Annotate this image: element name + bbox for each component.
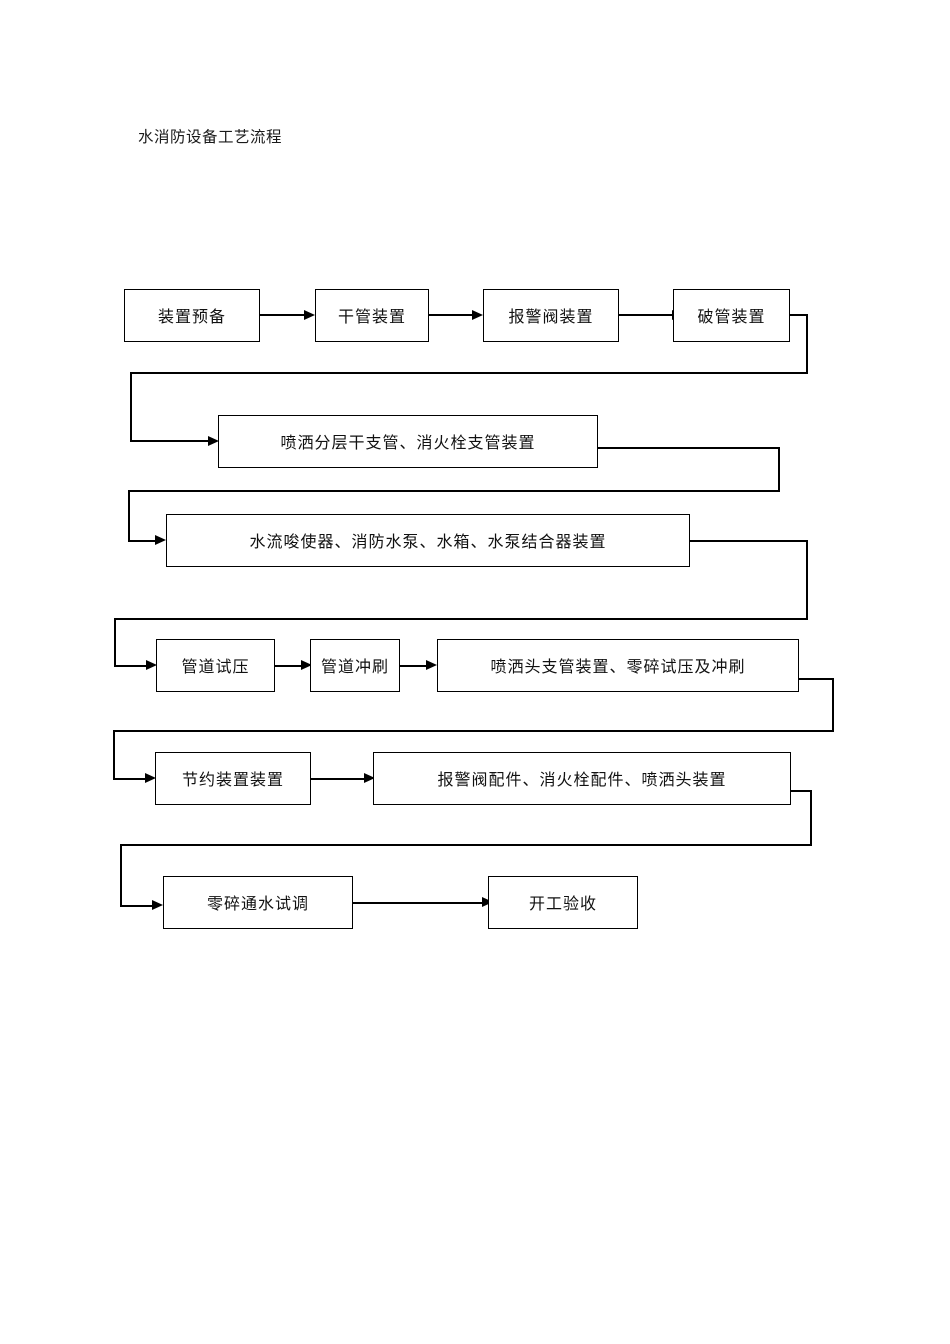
node-label: 喷洒头支管装置、零碎试压及冲刷 (490, 656, 746, 676)
connector-n6-n7-top (690, 540, 808, 542)
arrowhead-n12-n13 (482, 897, 493, 908)
connector-n8-n9 (400, 665, 429, 667)
connector-n5-n6-right-drop (778, 447, 780, 492)
process-node-zhuangzhiyubei[interactable]: 装置预备 (124, 289, 260, 342)
arrowhead-n10-n11 (364, 773, 375, 784)
connector-n3-n4 (619, 314, 674, 316)
connector-n6-n7-left-drop (114, 618, 116, 667)
process-node-guandaoshiya[interactable]: 管道试压 (156, 639, 275, 692)
node-label: 破管装置 (697, 306, 766, 326)
connector-n9-n10-right-drop (832, 678, 834, 732)
connector-n6-n7-right-drop (806, 540, 808, 620)
node-label: 节约装置装置 (181, 769, 284, 789)
connector-n6-n7-return (114, 618, 808, 620)
arrowhead-n2-n3 (472, 309, 483, 320)
process-node-lingsuitongshui[interactable]: 零碎通水试调 (163, 876, 353, 929)
arrowhead-n8-n9 (426, 660, 437, 671)
arrowhead-n11-n12 (152, 900, 163, 911)
process-node-pensatouzhiguan[interactable]: 喷洒头支管装置、零碎试压及冲刷 (437, 639, 799, 692)
node-label: 水流唆使器、消防水泵、水箱、水泵结合器装置 (249, 531, 607, 551)
node-label: 报警阀装置 (508, 306, 594, 326)
node-label: 开工验收 (528, 893, 597, 913)
arrowhead-n4-n5 (208, 435, 219, 446)
connector-n7-n8 (275, 665, 304, 667)
connector-n1-n2 (260, 314, 306, 316)
connector-n9-n10-enter (113, 778, 148, 780)
node-label: 管道冲刷 (320, 656, 389, 676)
connector-n5-n6-top (598, 447, 780, 449)
connector-n11-n12-return (120, 844, 812, 846)
connector-n11-n12-right-drop (810, 790, 812, 846)
connector-n10-n11 (311, 778, 367, 780)
node-label: 零碎通水试调 (206, 893, 309, 913)
connector-n11-n12-top (791, 790, 812, 792)
node-label: 喷洒分层干支管、消火栓支管装置 (280, 432, 536, 452)
arrowhead-n5-n6 (155, 535, 166, 546)
node-label: 管道试压 (181, 656, 250, 676)
process-node-baojingfazhuangzhi[interactable]: 报警阀装置 (483, 289, 619, 342)
node-label: 报警阀配件、消火栓配件、喷洒头装置 (437, 769, 727, 789)
connector-n6-n7-enter (114, 665, 149, 667)
process-node-jieyuezhuangzhi[interactable]: 节约装置装置 (155, 752, 311, 805)
process-node-guandaochongshua[interactable]: 管道冲刷 (310, 639, 400, 692)
connector-n4-n5-enter (130, 440, 212, 442)
arrowhead-n6-n7 (146, 660, 157, 671)
connector-n11-n12-left-drop (120, 844, 122, 907)
connector-n4-n5-left-drop (130, 372, 132, 442)
node-label: 干管装置 (337, 306, 406, 326)
connector-n5-n6-enter (128, 540, 158, 542)
connector-n4-n5-top (790, 314, 808, 316)
connector-n9-n10-left-drop (113, 730, 115, 780)
process-node-shuiliusuoshiqi[interactable]: 水流唆使器、消防水泵、水箱、水泵结合器装置 (166, 514, 690, 567)
connector-n5-n6-return (128, 490, 780, 492)
process-node-guganzhuangzhi[interactable]: 干管装置 (315, 289, 429, 342)
process-node-kaigongyanshou[interactable]: 开工验收 (488, 876, 638, 929)
connector-n2-n3 (429, 314, 474, 316)
connector-n9-n10-top (799, 678, 834, 680)
connector-n5-n6-left-drop (128, 490, 130, 542)
connector-n4-n5-right-drop (806, 314, 808, 374)
connector-n12-n13 (353, 902, 485, 904)
arrowhead-n7-n8 (301, 660, 312, 671)
arrowhead-n9-n10 (145, 773, 156, 784)
connector-n11-n12-enter (120, 905, 155, 907)
process-node-baojingfapeijian[interactable]: 报警阀配件、消火栓配件、喷洒头装置 (373, 752, 791, 805)
process-node-poguanzhuangzhi[interactable]: 破管装置 (673, 289, 790, 342)
node-label: 装置预备 (157, 306, 226, 326)
arrowhead-n1-n2 (304, 309, 315, 320)
connector-n4-n5-return (130, 372, 808, 374)
process-node-pensafencenggan[interactable]: 喷洒分层干支管、消火栓支管装置 (218, 415, 598, 468)
page-title: 水消防设备工艺流程 (138, 128, 283, 146)
connector-n9-n10-return (113, 730, 834, 732)
